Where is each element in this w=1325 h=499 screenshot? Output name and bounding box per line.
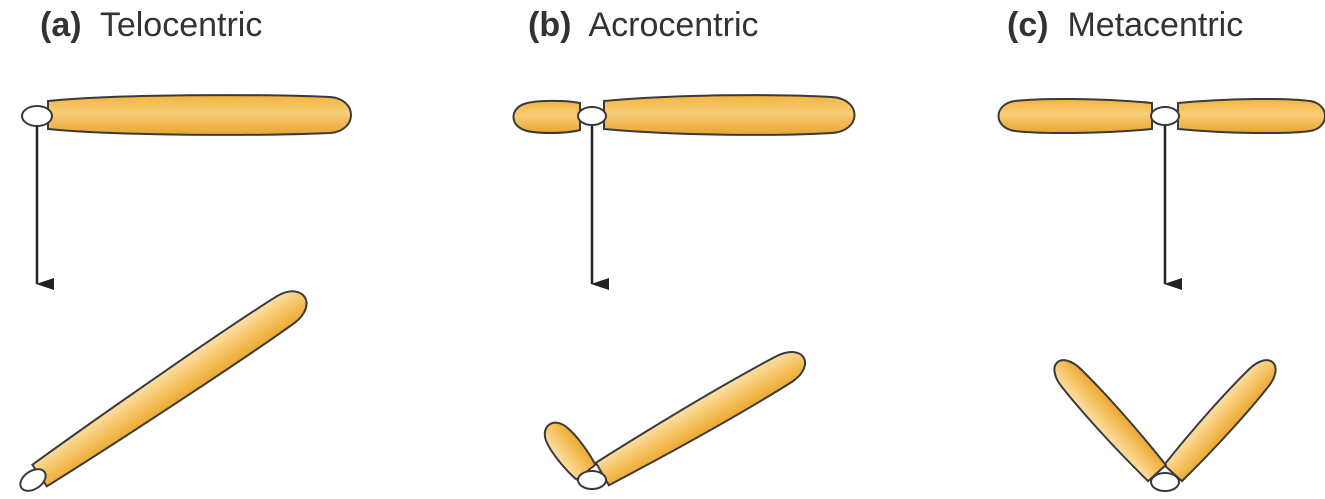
acrocentric-group [514,95,855,489]
short-arm [514,101,581,133]
centromere [578,471,606,489]
long-arm [594,344,811,488]
telocentric-chromosome-straight [22,95,351,135]
metacentric-chromosome-straight [999,99,1325,133]
left-arm [1047,353,1168,483]
centromere [578,107,606,125]
acrocentric-chromosome-moving [538,344,812,489]
chromosome-arm [48,95,351,135]
telocentric-chromosome-moving [12,283,314,499]
right-arm [1178,99,1325,133]
centromere [22,106,52,126]
right-arm [1162,353,1283,483]
metacentric-group [999,99,1325,491]
centromere [1151,107,1179,125]
metacentric-chromosome-moving [1047,353,1284,491]
acrocentric-chromosome-straight [514,95,855,135]
telocentric-group [12,95,351,499]
long-arm [604,95,855,135]
left-arm [999,99,1153,133]
chromosome-arm [30,283,314,490]
centromere [1151,473,1179,491]
